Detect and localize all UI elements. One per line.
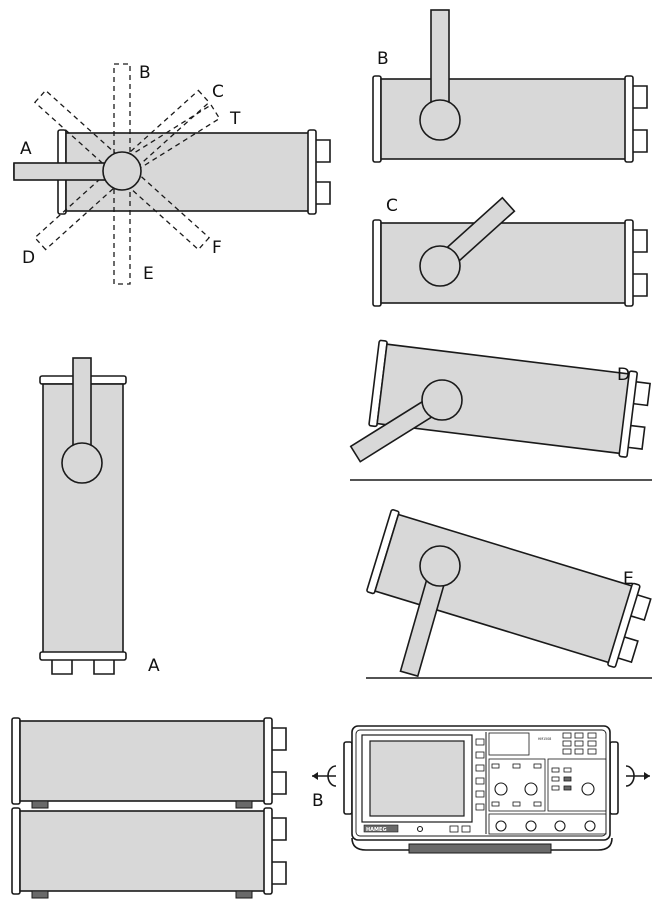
handle-positions-overview: A B C T D E F (13, 63, 331, 285)
label-a: A (148, 656, 160, 676)
rotate-left-icon (327, 765, 337, 787)
arrow-head-icon (644, 772, 650, 780)
stacked-instruments-view (11, 717, 287, 899)
label-e: E (143, 264, 154, 284)
label-c: C (386, 196, 398, 216)
label-f: F (212, 238, 222, 258)
label-c: C (212, 82, 224, 102)
label-e: E (623, 569, 634, 589)
label-d: D (22, 248, 35, 268)
model-label: HM1508 (538, 737, 551, 741)
position-b-view: B (372, 9, 648, 163)
softkey-column (475, 738, 485, 811)
position-c-view: C (372, 196, 648, 307)
label-b: B (139, 63, 151, 83)
position-e-view: E (366, 509, 652, 679)
label-t: T (229, 109, 241, 129)
oscilloscope-front-view: B HM1508 (312, 725, 650, 854)
position-a-upright-view: A (39, 357, 160, 676)
arrow-head-icon (312, 772, 318, 780)
label-b: B (377, 49, 389, 69)
rotate-right-icon (625, 765, 635, 787)
label-d: D (617, 365, 630, 385)
position-d-view: D (349, 339, 652, 481)
brand-logo: HAMEG (366, 827, 387, 833)
label-a: A (20, 139, 32, 159)
label-b: B (312, 791, 324, 811)
